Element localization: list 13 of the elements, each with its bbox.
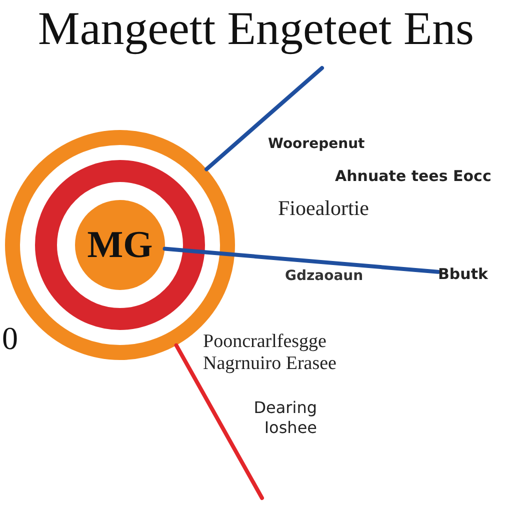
annotation-text: Ahnuate tees Eocc bbox=[335, 167, 492, 185]
leader-line bbox=[162, 246, 440, 274]
annotation-text: 0 bbox=[2, 320, 18, 357]
bullseye-label: MG bbox=[87, 223, 153, 267]
title: Mangeett Engeteet Ens bbox=[38, 3, 474, 55]
bullseye-disc bbox=[75, 200, 165, 290]
annotation-text: Fioealortie bbox=[278, 196, 369, 221]
target-inner-ring bbox=[35, 160, 205, 330]
leader-line bbox=[204, 66, 324, 172]
leader-line bbox=[174, 343, 264, 500]
edge-label: Woorepenut bbox=[268, 136, 365, 152]
callout-label: Bbutk bbox=[438, 265, 488, 283]
annotation-text: Pooncrarlfesgge Nagrnuiro Erasee bbox=[203, 331, 338, 375]
